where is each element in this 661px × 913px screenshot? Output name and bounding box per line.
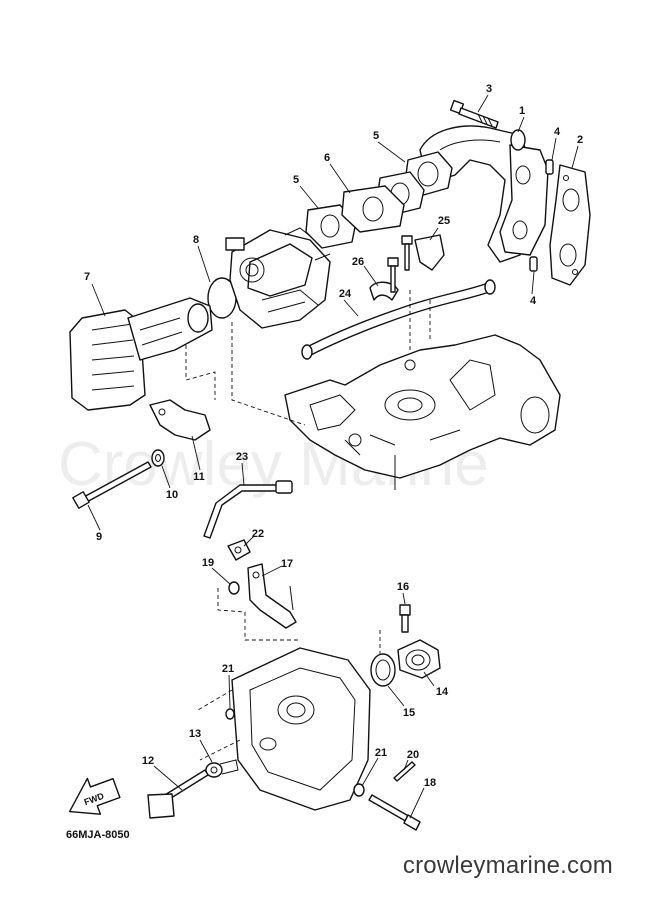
part-1-intake-manifold[interactable] (419, 125, 549, 263)
carburetor-assembly[interactable] (225, 227, 331, 329)
fwd-arrow-icon: FWD (68, 777, 121, 815)
part-12-choke-knob[interactable] (147, 769, 209, 819)
part-25-clip[interactable] (401, 234, 445, 271)
callout-23: 23 (236, 451, 248, 463)
part-19-washer[interactable] (228, 581, 240, 595)
callout-25: 25 (438, 215, 450, 227)
silencer-lower-housing (197, 647, 371, 811)
part-18-bolt[interactable] (368, 794, 421, 831)
callout-1: 1 (519, 105, 525, 117)
callout-14: 14 (436, 686, 449, 698)
callout-19: 19 (202, 557, 214, 569)
callout-3: 3 (486, 83, 492, 95)
callout-5-lower: 5 (293, 174, 299, 186)
callout-9: 9 (96, 531, 102, 543)
callout-24: 24 (339, 288, 352, 300)
callout-6: 6 (324, 152, 330, 164)
part-13-choke-base[interactable] (205, 759, 239, 778)
assembly-guide-lines (185, 290, 431, 655)
callout-21-upper: 21 (222, 663, 234, 675)
callout-17: 17 (281, 558, 293, 570)
diagram-code: 66MJA-8050 (66, 829, 130, 841)
callout-13: 13 (189, 728, 201, 740)
callout-2: 2 (577, 134, 583, 146)
callout-18: 18 (424, 777, 436, 789)
callout-4-lower: 4 (530, 295, 537, 307)
callout-26: 26 (352, 256, 364, 268)
part-11-bracket[interactable] (149, 399, 211, 441)
part-17-lever[interactable] (247, 563, 297, 629)
leader-lines (87, 94, 579, 819)
part-24-fuel-hose[interactable] (301, 279, 496, 360)
part-21-washers[interactable] (225, 708, 365, 797)
callout-8: 8 (193, 234, 199, 246)
part-6-insulator[interactable] (341, 185, 405, 233)
callout-15: 15 (403, 707, 415, 719)
callout-12: 12 (142, 755, 154, 767)
part-15-gasket[interactable] (370, 653, 396, 687)
callout-20: 20 (407, 749, 419, 761)
part-2-manifold-gasket[interactable] (549, 164, 591, 286)
part-10-washer[interactable] (151, 449, 165, 467)
callout-21-lower: 21 (375, 747, 387, 759)
part-20-pin[interactable] (393, 761, 416, 782)
part-9-long-bolt[interactable] (72, 461, 152, 509)
part-23-link-rod[interactable] (203, 480, 293, 539)
callout-11: 11 (193, 471, 205, 483)
callout-7: 7 (84, 271, 90, 283)
part-14-seal[interactable] (397, 639, 441, 679)
callout-4-upper: 4 (554, 126, 561, 138)
part-16-bolt[interactable] (399, 604, 411, 633)
part-26-clamp[interactable] (369, 257, 399, 301)
callout-5-upper: 5 (373, 130, 379, 142)
part-7-intake-silencer[interactable] (69, 297, 213, 411)
site-url-footer[interactable]: crowleymarine.com (402, 852, 613, 879)
part-4-dowel-pins[interactable] (529, 159, 554, 272)
crankcase-block (284, 334, 561, 490)
part-3-bolt[interactable] (449, 99, 499, 129)
callout-16: 16 (397, 581, 409, 593)
callout-22: 22 (252, 528, 264, 540)
callout-10: 10 (166, 489, 178, 501)
callout-numbers: 1 2 3 4 4 5 5 6 7 8 9 10 11 12 13 14 15 … (84, 83, 583, 789)
